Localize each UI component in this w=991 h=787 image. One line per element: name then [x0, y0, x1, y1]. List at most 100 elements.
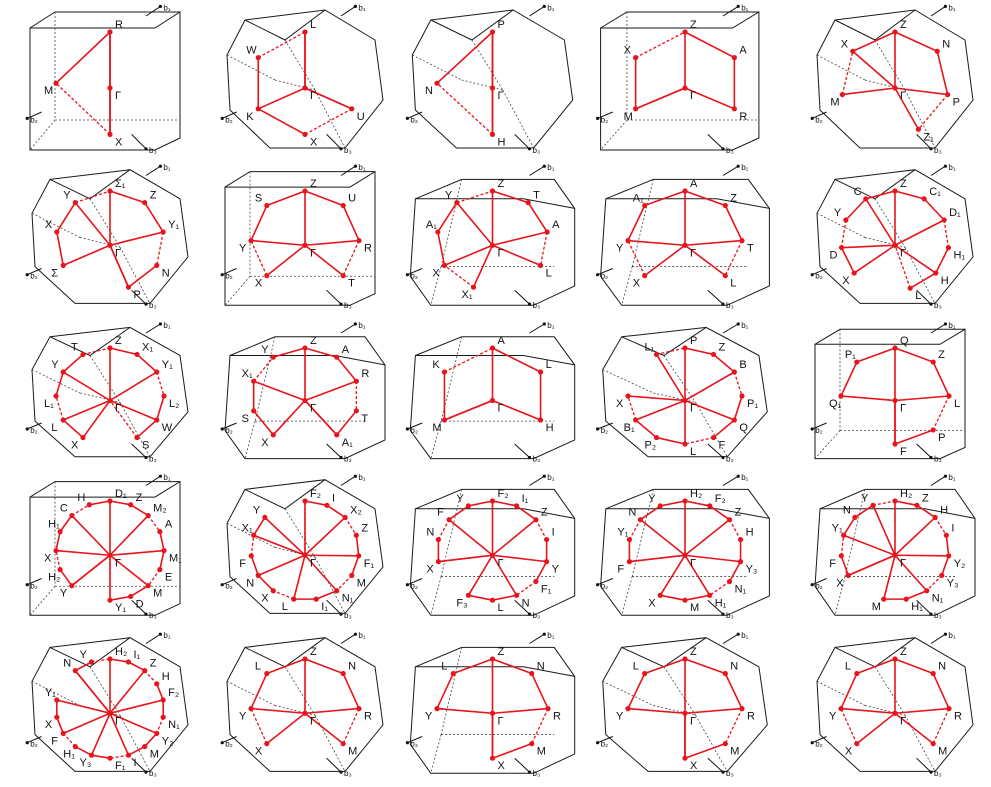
- hidden-edge: [430, 734, 442, 774]
- arrowhead: [929, 612, 933, 616]
- k-point: [145, 512, 151, 519]
- basis-vector-arrow: [930, 165, 946, 176]
- arrowhead: [353, 474, 357, 478]
- basis-vector-arrow: [722, 5, 739, 17]
- k-point-label: H₂: [115, 646, 127, 658]
- k-point-label: Y: [456, 493, 464, 505]
- k-point-label: Z₁: [923, 131, 934, 143]
- k-path-segment: [852, 31, 896, 53]
- basis-vector-label: b₃: [934, 611, 942, 620]
- k-point-label: X: [255, 278, 263, 290]
- k-path-segment: [91, 754, 111, 759]
- k-path-segment: [128, 661, 146, 672]
- arrowhead: [721, 302, 725, 306]
- k-path-segment: [684, 190, 726, 207]
- k-path-segment: [684, 742, 726, 759]
- k-point: [157, 529, 163, 535]
- k-point: [892, 188, 898, 194]
- k-path-segment: [62, 371, 111, 402]
- hidden-edge: [600, 119, 628, 151]
- k-point-label: Γ: [498, 715, 504, 727]
- k-path-segment: [257, 554, 306, 577]
- hidden-edge: [602, 680, 654, 706]
- zone-boundary: [224, 170, 376, 306]
- hidden-edge: [440, 179, 463, 267]
- k-point: [154, 730, 160, 736]
- k-point: [264, 273, 270, 279]
- basis-vector-arrow: [722, 633, 739, 644]
- k-point: [86, 502, 92, 508]
- k-point-label: W: [162, 422, 173, 434]
- arrowhead: [220, 427, 224, 431]
- k-point-label: R: [364, 711, 372, 723]
- k-path-segment: [840, 708, 858, 744]
- basis-vector-arrow: [812, 268, 827, 276]
- k-point: [943, 532, 949, 538]
- k-path-segment: [326, 504, 346, 519]
- k-point-label: H₁: [715, 597, 727, 609]
- k-point: [349, 572, 355, 578]
- k-point-label: C₁: [929, 186, 941, 198]
- k-point: [946, 553, 952, 559]
- k-path-segment: [847, 554, 896, 577]
- k-path-segment: [147, 515, 161, 533]
- k-point: [489, 656, 496, 662]
- k-point: [356, 238, 362, 244]
- k-point-label: Z: [115, 335, 122, 347]
- k-point-label: Z: [498, 178, 505, 190]
- k-point: [682, 597, 688, 603]
- basis-vector-label: b₁: [358, 3, 365, 12]
- k-path-segment: [304, 190, 344, 207]
- arrowhead: [943, 474, 947, 478]
- k-point: [525, 200, 531, 206]
- basis-vector-label: b₁: [741, 163, 748, 172]
- k-point: [435, 559, 441, 565]
- k-path-segment: [74, 202, 111, 246]
- k-path-segment: [257, 87, 306, 110]
- k-point-label: A: [498, 335, 506, 347]
- basis-vector-arrow: [529, 165, 545, 176]
- k-point-label: H₂: [900, 488, 912, 500]
- zone-boundary: [409, 336, 576, 460]
- hidden-edge: [284, 508, 316, 558]
- k-path-segment: [355, 535, 360, 556]
- k-path-segment: [109, 190, 145, 204]
- k-path-segment: [62, 732, 76, 748]
- k-path-segment: [627, 395, 637, 421]
- k-point: [142, 668, 148, 674]
- hidden-edge: [816, 680, 866, 706]
- arrowhead: [527, 770, 532, 774]
- k-path-segment: [62, 399, 111, 421]
- basis-vector-label: b₂: [601, 582, 609, 591]
- k-point: [915, 126, 922, 132]
- k-point-label: L₁: [645, 341, 655, 353]
- k-point-label: Σ₁: [115, 178, 126, 190]
- basis-vector-arrow: [145, 5, 161, 17]
- k-point-label: M: [153, 588, 162, 600]
- zone-boundary: [600, 488, 770, 616]
- hidden-edge: [631, 179, 654, 267]
- k-path-segment: [253, 380, 306, 402]
- basis-vector-arrow: [27, 736, 42, 744]
- k-point-label: Z: [900, 646, 907, 658]
- k-point-label: X: [624, 45, 632, 57]
- k-point-label: Z: [900, 178, 907, 190]
- k-point-label: N: [843, 504, 851, 516]
- k-path-segment: [894, 347, 934, 363]
- k-point-label: T: [361, 413, 368, 425]
- hidden-edge: [89, 666, 121, 716]
- k-path-segment: [56, 202, 76, 233]
- k-point: [60, 262, 66, 268]
- k-point-label: Y: [616, 243, 624, 255]
- k-path-segment: [304, 658, 344, 675]
- k-point-label: S: [242, 413, 249, 425]
- k-point: [142, 743, 148, 750]
- k-point-label: Y₁: [162, 359, 173, 371]
- k-path-segment: [656, 436, 686, 445]
- k-point: [710, 434, 717, 441]
- k-point-label: X₁: [462, 289, 473, 301]
